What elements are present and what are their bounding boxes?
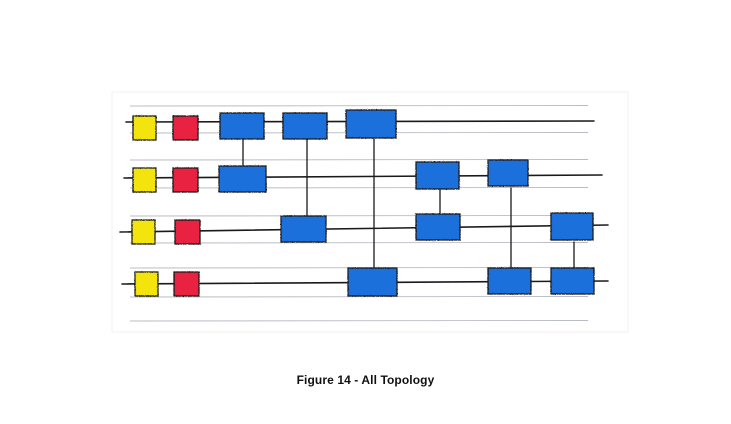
blue-block-r1-c <box>345 109 397 139</box>
figure-caption: Figure 14 - All Topology <box>296 373 435 387</box>
blue-block-r1-a <box>219 112 265 140</box>
yellow-block-row-1 <box>132 115 157 141</box>
red-block-row-3 <box>174 219 201 245</box>
blue-block-r4-c <box>550 267 595 295</box>
yellow-block-row-4 <box>134 271 159 297</box>
blue-block-r2-a <box>218 165 267 193</box>
yellow-block-row-3 <box>131 219 156 245</box>
blue-block-r2-c <box>487 159 529 187</box>
red-block-row-1 <box>172 115 199 141</box>
blue-block-r3-c <box>550 212 594 241</box>
red-block-row-2 <box>172 167 199 193</box>
row-wire-3 <box>119 224 609 233</box>
blocks <box>131 109 595 297</box>
blue-block-r4-b <box>487 267 532 295</box>
yellow-block-row-2 <box>132 167 157 193</box>
paper-line-5 <box>129 215 589 217</box>
paper-line-8 <box>129 296 589 298</box>
blue-block-r4-a <box>347 267 398 297</box>
paper-line-4 <box>129 187 589 189</box>
blue-block-r1-b <box>282 112 328 140</box>
blue-block-r3-a <box>280 215 327 243</box>
red-block-row-4 <box>173 271 200 297</box>
vertical-connections <box>242 138 575 269</box>
paper-line-6 <box>129 242 589 244</box>
paper-line-1 <box>129 105 589 107</box>
blue-block-r3-b <box>415 213 461 241</box>
paper-line-9 <box>129 320 589 322</box>
blue-block-r2-b <box>415 161 460 190</box>
